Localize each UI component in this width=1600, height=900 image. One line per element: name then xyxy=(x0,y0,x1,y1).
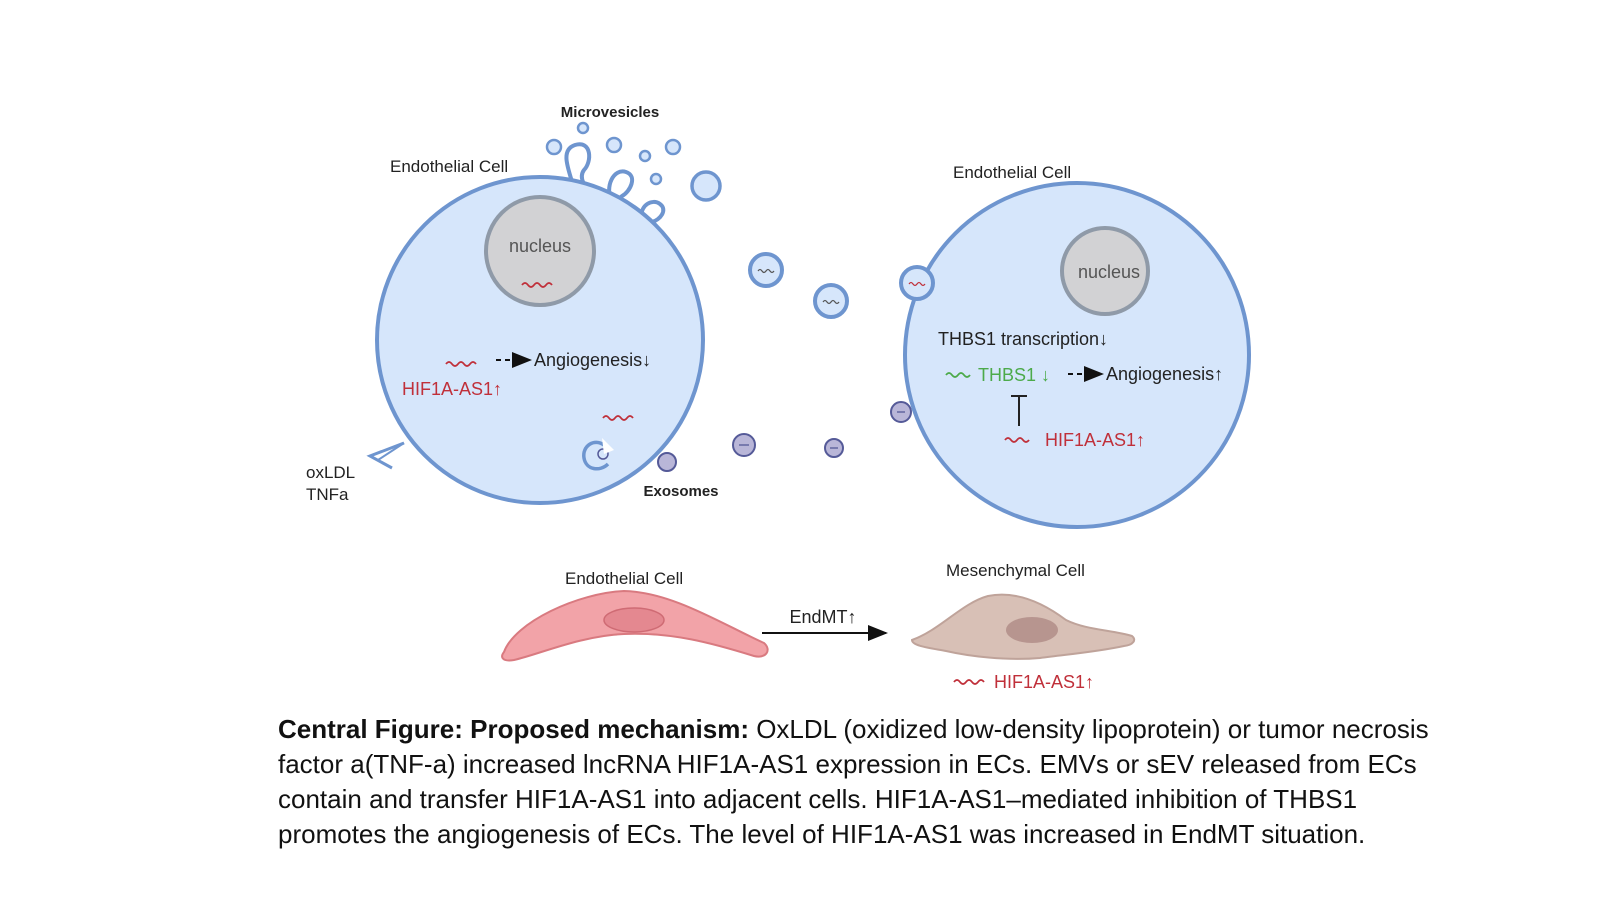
right-cell-title: Endothelial Cell xyxy=(953,163,1071,182)
rna-icon xyxy=(1004,437,1030,443)
exosome-group xyxy=(657,401,912,472)
stimulus-oxldl: oxLDL xyxy=(306,463,355,482)
rna-microvesicle xyxy=(748,252,784,288)
mesenchymal-nucleus xyxy=(1006,617,1058,643)
left-hif1a-as1: HIF1A-AS1↑ xyxy=(402,379,502,399)
mesenchymal-title: Mesenchymal Cell xyxy=(946,561,1085,580)
right-angiogenesis: Angiogenesis↑ xyxy=(1106,364,1223,384)
microvesicle xyxy=(649,172,663,186)
exosome xyxy=(657,452,677,472)
rna-icon xyxy=(953,679,985,685)
bottom-endothelial-title: Endothelial Cell xyxy=(565,569,683,588)
exosomes-label: Exosomes xyxy=(643,483,718,500)
fusing-microvesicle xyxy=(899,265,935,301)
right-endothelial-cell: nucleus THBS1 transcription↓ THBS1 ↓ Ang… xyxy=(899,181,1251,529)
nucleus-left xyxy=(484,195,596,307)
endmt-label: EndMT↑ xyxy=(789,607,856,627)
rna-icon xyxy=(445,361,477,367)
receptor-icon xyxy=(377,442,405,461)
right-thbs1: THBS1 ↓ xyxy=(978,365,1050,385)
microvesicle-cluster xyxy=(545,121,722,202)
rna-icon xyxy=(521,282,553,288)
left-endothelial-cell: nucleus Angiogenesis↓ HIF1A-AS1↑ xyxy=(375,142,705,505)
mechanism-diagram: nucleus Angiogenesis↓ HIF1A-AS1↑ oxLDL T… xyxy=(306,104,1251,692)
microvesicle xyxy=(690,170,722,202)
endothelial-nucleus xyxy=(603,607,665,633)
microvesicle xyxy=(576,121,590,135)
nucleus-right xyxy=(1060,226,1150,316)
microvesicle xyxy=(664,138,682,156)
right-thbs1-transcription: THBS1 transcription↓ xyxy=(938,329,1108,349)
caption-text: OxLDL (oxidized low-density lipoprotein)… xyxy=(278,714,1429,849)
rna-microvesicle xyxy=(813,283,849,319)
exosome-budding xyxy=(582,440,610,471)
left-angiogenesis: Angiogenesis↓ xyxy=(534,350,651,370)
cell-membrane xyxy=(903,181,1251,529)
bottom-hif1a-as1: HIF1A-AS1↑ xyxy=(994,672,1094,692)
microvesicles-label: Microvesicles xyxy=(561,104,659,121)
cell-membrane xyxy=(375,175,705,505)
left-cell-title: Endothelial Cell xyxy=(390,157,508,176)
caption-title: Central Figure: Proposed mechanism: xyxy=(278,714,749,744)
membrane-bud xyxy=(639,199,666,224)
microvesicle xyxy=(638,149,652,163)
figure-caption: Central Figure: Proposed mechanism: OxLD… xyxy=(278,712,1458,852)
microvesicle xyxy=(605,136,623,154)
nucleus-left-label: nucleus xyxy=(509,236,571,256)
stimulus-tnfa: TNFa xyxy=(306,485,349,504)
rna-icon xyxy=(945,372,971,378)
right-hif1a-as1: HIF1A-AS1↑ xyxy=(1045,430,1145,450)
nucleus-right-label: nucleus xyxy=(1078,262,1140,282)
receptor-icon xyxy=(366,441,405,470)
rna-icon xyxy=(602,415,634,421)
microvesicle xyxy=(545,138,563,156)
vesicle-lumen xyxy=(602,438,614,454)
